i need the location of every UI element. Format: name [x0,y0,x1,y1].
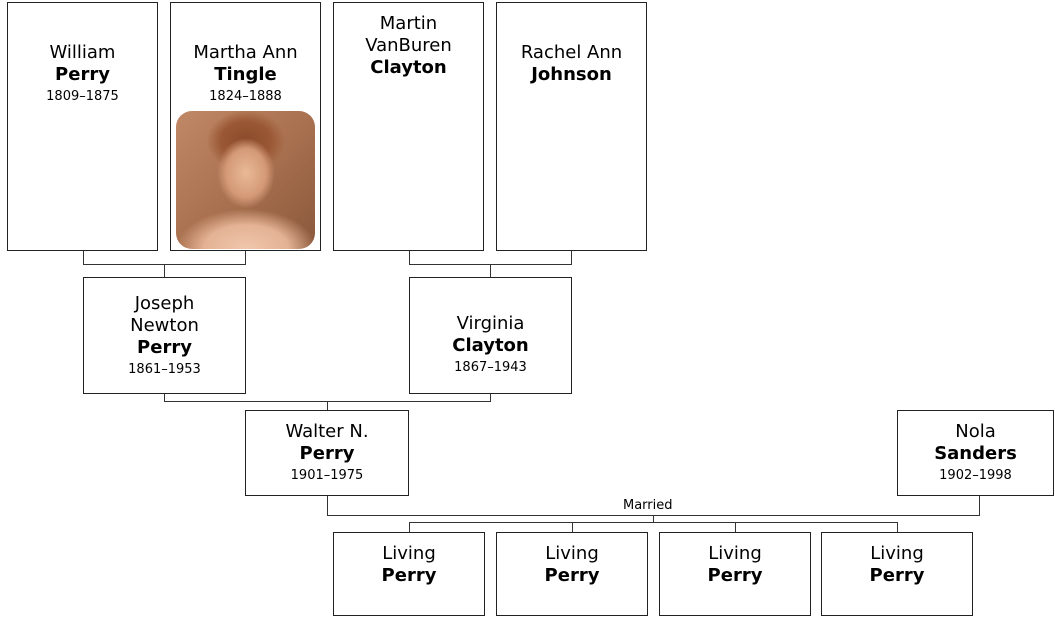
connector [83,251,84,265]
connector [409,522,410,532]
connector [490,394,491,402]
first-name: Nola [955,421,996,442]
person-card-child-4[interactable]: Living Perry [821,532,973,616]
last-name: Perry [544,565,600,586]
person-card-virginia-clayton[interactable]: Virginia Clayton 1867–1943 [409,277,572,394]
life-dates: 1824–1888 [209,89,282,104]
connector [490,264,491,277]
person-card-child-3[interactable]: Living Perry [659,532,811,616]
last-name: Perry [137,336,192,358]
first-name: Martha Ann [193,42,298,63]
connector [897,522,898,532]
person-card-child-1[interactable]: Living Perry [333,532,485,616]
connector [572,522,573,532]
first-name: Living [870,543,924,564]
last-name: Clayton [370,57,447,78]
life-dates: 1901–1975 [290,468,364,483]
first-name: Joseph Newton [130,292,199,336]
connector [409,251,410,265]
last-name: Clayton [452,334,529,356]
first-name: Virginia [456,312,525,334]
first-name: Martin VanBuren [365,13,452,56]
life-dates: 1809–1875 [46,89,119,104]
person-card-william-perry[interactable]: William Perry 1809–1875 [7,2,158,251]
married-label: Married [623,498,673,513]
life-dates: 1867–1943 [454,359,527,375]
first-name: Living [545,543,599,564]
last-name: Perry [381,565,437,586]
life-dates: 1902–1998 [939,468,1012,483]
first-name: Walter N. [285,421,369,442]
first-name: Rachel Ann [520,42,623,63]
last-name: Tingle [214,64,277,85]
last-name: Perry [707,565,763,586]
last-name: Perry [869,565,925,586]
person-card-walter-perry[interactable]: Walter N. Perry 1901–1975 [245,410,409,496]
connector [653,515,654,523]
first-name: Living [382,543,436,564]
connector [327,496,328,516]
connector [735,522,736,532]
person-card-rachel-johnson[interactable]: Rachel Ann Johnson [496,2,647,251]
person-card-martha-tingle[interactable]: Martha Ann Tingle 1824–1888 [170,2,321,251]
connector [164,264,165,277]
person-card-nola-sanders[interactable]: Nola Sanders 1902–1998 [897,410,1054,496]
person-card-joseph-perry[interactable]: Joseph Newton Perry 1861–1953 [83,277,246,394]
connector [571,251,572,265]
connector [327,401,328,410]
portrait-photo[interactable] [176,111,315,249]
first-name: William [49,42,116,63]
connector [409,522,898,523]
last-name: Sanders [934,443,1017,464]
last-name: Johnson [531,64,612,85]
connector [979,496,980,516]
connector [164,394,165,402]
person-card-martin-clayton[interactable]: Martin VanBuren Clayton [333,2,484,251]
first-name: Living [708,543,762,564]
life-dates: 1861–1953 [128,361,201,377]
last-name: Perry [55,64,110,85]
connector [245,251,246,265]
last-name: Perry [299,443,355,464]
person-card-child-2[interactable]: Living Perry [496,532,648,616]
